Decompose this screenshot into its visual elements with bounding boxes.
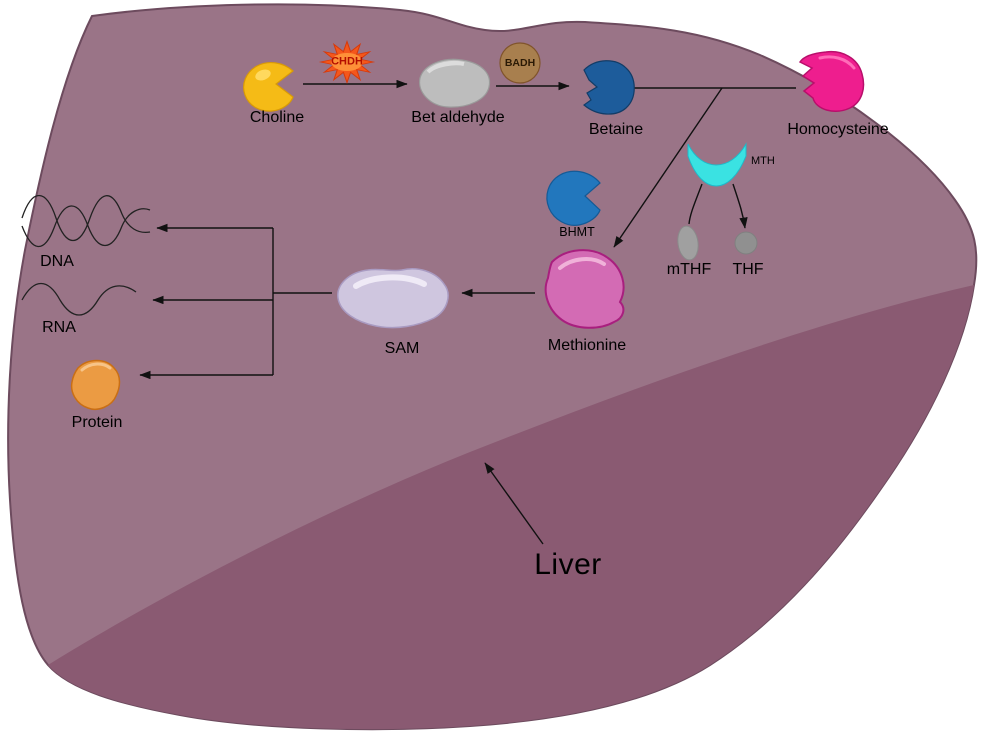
betaine-label: Betaine (588, 121, 644, 138)
methionine-blob (544, 249, 625, 329)
liver-title-label: Liver (534, 548, 602, 581)
pathway-arrows (139, 79, 796, 545)
betaine-blob (583, 60, 635, 115)
thf-circle (734, 231, 758, 255)
homocysteine-blob (798, 50, 865, 112)
rna-label: RNA (42, 319, 76, 336)
badh-enzyme-label: BADH (504, 56, 536, 69)
bet-aldehyde-label: Bet aldehyde (411, 109, 505, 126)
bhmt-blob (546, 170, 601, 226)
liver-lower-lobe (48, 285, 974, 730)
liver-shape (7, 3, 978, 731)
methionine-label: Methionine (547, 337, 627, 354)
chdh-burst-icon (318, 39, 376, 85)
dna-icon (21, 195, 151, 248)
protein-label: Protein (71, 414, 123, 431)
pathway-nodes (21, 39, 865, 410)
sam-label: SAM (384, 340, 420, 357)
bhmt-enzyme-label: BHMT (559, 225, 595, 239)
line-mth-to-mthf (688, 183, 703, 225)
arrow-to-methionine (613, 87, 723, 248)
thf-label: THF (732, 261, 764, 278)
mth-enzyme-label: MTH (751, 155, 775, 167)
mth-ribbon-icon (687, 142, 747, 187)
homocysteine-label: Homocysteine (787, 121, 889, 138)
dna-label: DNA (40, 253, 74, 270)
arrow-mth-to-thf (732, 183, 748, 229)
mthf-label: mTHF (666, 261, 712, 278)
choline-label: Choline (249, 109, 305, 126)
choline-blob (243, 61, 294, 112)
bet-aldehyde-blob (419, 58, 491, 108)
mthf-ellipse (677, 225, 699, 261)
arrow-liver-pointer (484, 462, 544, 545)
rna-icon (21, 283, 137, 316)
sam-blob (337, 268, 449, 329)
chdh-enzyme-label: CHDH (331, 55, 363, 68)
protein-blob (70, 359, 121, 410)
badh-circle (499, 42, 541, 84)
